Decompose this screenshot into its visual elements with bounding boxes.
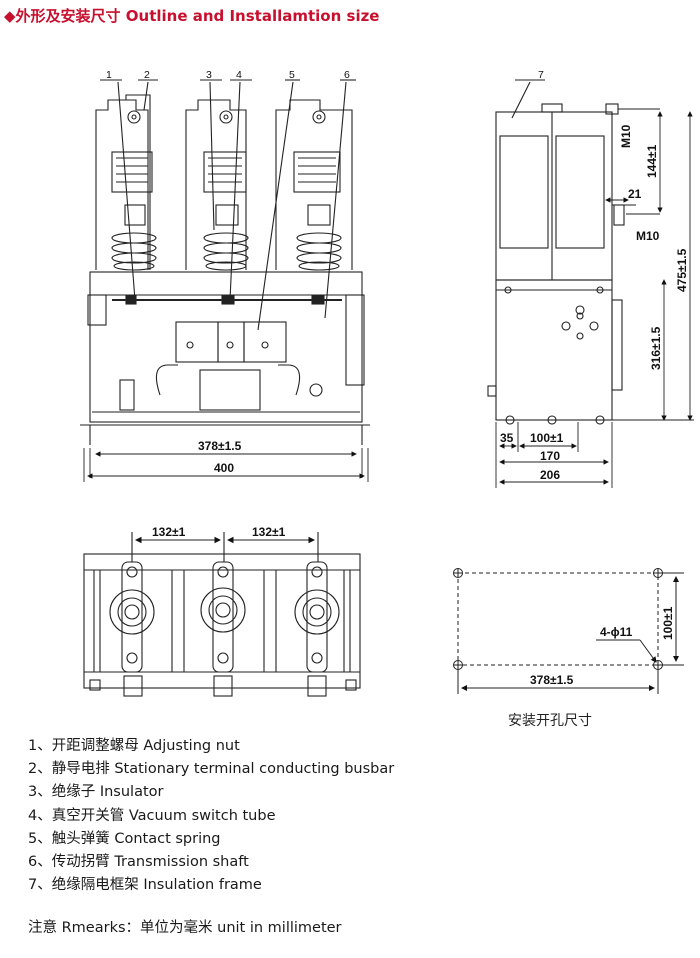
dim-378-front: 378±1.5 <box>198 439 242 453</box>
dim-400: 400 <box>214 461 234 475</box>
legend-item-4: 4、真空开关管 Vacuum switch tube <box>28 807 276 824</box>
legend-item-1: 1、开距调整螺母 Adjusting nut <box>28 738 240 754</box>
hole-pattern <box>453 568 684 694</box>
dim-378-hole: 378±1.5 <box>530 673 574 687</box>
dim-144: 144±1 <box>645 144 659 178</box>
top-labels: 132±1 132±1 <box>152 525 286 539</box>
callout-2: 2 <box>144 69 150 81</box>
dim-206: 206 <box>540 468 560 482</box>
dim-100-hole: 100±1 <box>661 606 675 640</box>
legend-item-7: 7、绝缘隔电框架 Insulation frame <box>28 877 262 894</box>
pole-middle <box>185 99 249 271</box>
front-dimensions <box>83 448 369 482</box>
dim-3165: 316±1.5 <box>649 326 663 370</box>
parts-legend: 1、开距调整螺母 Adjusting nut 2、静导电排 Stationary… <box>28 735 394 897</box>
callout-7: 7 <box>538 69 544 81</box>
dim-21: 21 <box>628 187 642 201</box>
m10-bottom-label: M10 <box>636 229 660 243</box>
m10-top-label: M10 <box>619 124 633 148</box>
legend-item-3: 3、绝缘子 Insulator <box>28 784 164 801</box>
side-view <box>487 79 694 488</box>
callouts <box>100 79 356 331</box>
legend-item-6: 6、传动拐臂 Transmission shaft <box>28 854 249 871</box>
callout-3: 3 <box>206 69 212 81</box>
legend-item-2: 2、静导电排 Stationary terminal conducting bu… <box>28 761 395 778</box>
hole-note: 4-ϕ11 <box>600 625 633 639</box>
hole-labels: 100±1 4-ϕ11 378±1.5 <box>530 606 675 687</box>
page-title: ◆外形及安装尺寸 Outline and Installamtion size <box>4 7 380 25</box>
dim-132-left: 132±1 <box>152 525 186 539</box>
dim-170: 170 <box>540 449 560 463</box>
legend-item-5: 5、触头弹簧 Contact spring <box>28 830 221 847</box>
side-labels: 7 M10 144±1 21 M10 475±1.5 316±1.5 35 10… <box>500 69 689 482</box>
units-remark: 注意 Rmearks：单位为毫米 unit in millimeter <box>28 920 342 936</box>
top-view <box>83 532 361 697</box>
callout-4: 4 <box>236 69 242 81</box>
pole-right <box>275 99 353 271</box>
dim-35: 35 <box>500 431 514 445</box>
dim-4755: 475±1.5 <box>675 248 689 292</box>
hole-pattern-caption: 安装开孔尺寸 <box>508 713 592 729</box>
callout-1: 1 <box>106 69 112 81</box>
front-view <box>80 79 370 482</box>
front-callout-labels: 1 2 3 4 5 6 378±1.5 400 <box>106 69 350 475</box>
callout-5: 5 <box>289 69 295 81</box>
dim-132-right: 132±1 <box>252 525 286 539</box>
pole-left <box>95 94 157 271</box>
base-frame <box>80 271 370 445</box>
callout-6: 6 <box>344 69 350 81</box>
dim-100-side: 100±1 <box>530 431 564 445</box>
